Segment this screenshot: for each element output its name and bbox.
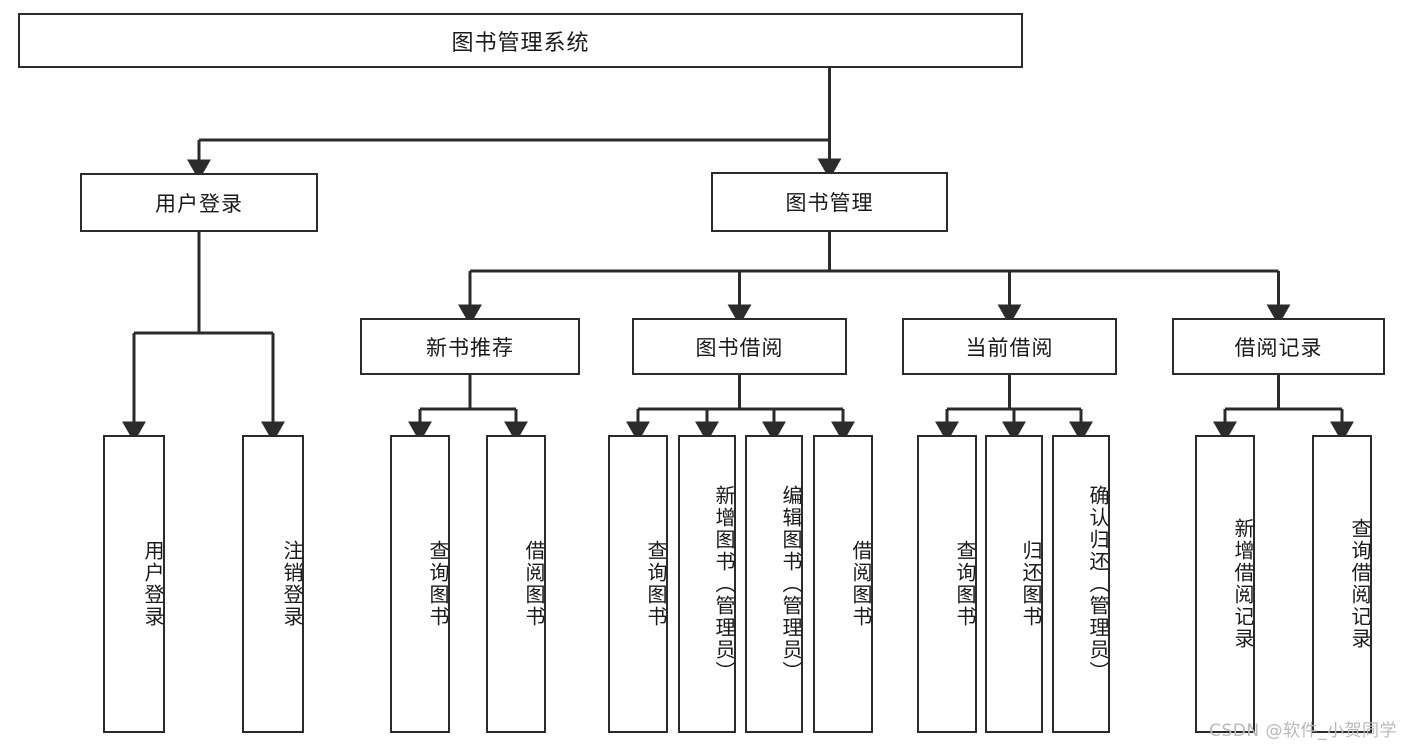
node-leaf-label: 新增图书（管理员） [712,485,736,683]
node-leaf-label: 查询图书 [426,540,450,628]
node-leaf-6[interactable]: 编辑图书（管理员） [745,435,803,733]
node-level3-0[interactable]: 新书推荐 [360,318,580,375]
node-leaf-9[interactable]: 归还图书 [985,435,1043,733]
node-level2-1[interactable]: 图书管理 [711,172,948,232]
node-leaf-label: 借阅图书 [522,540,546,628]
node-leaf-0[interactable]: 用户登录 [103,435,165,733]
node-level3-2[interactable]: 当前借阅 [902,318,1117,375]
node-leaf-10[interactable]: 确认归还（管理员） [1052,435,1110,733]
node-leaf-label: 编辑图书（管理员） [779,485,803,683]
node-leaf-4[interactable]: 查询图书 [608,435,668,733]
node-leaf-12[interactable]: 查询借阅记录 [1312,435,1372,733]
node-leaf-5[interactable]: 新增图书（管理员） [678,435,736,733]
node-leaf-8[interactable]: 查询图书 [917,435,977,733]
node-leaf-label: 注销登录 [280,540,304,628]
node-level3-3[interactable]: 借阅记录 [1172,318,1385,375]
node-level2-0[interactable]: 用户登录 [80,173,318,232]
node-leaf-7[interactable]: 借阅图书 [813,435,873,733]
node-leaf-label: 归还图书 [1019,540,1043,628]
node-leaf-label: 用户登录 [141,540,165,628]
node-level3-1[interactable]: 图书借阅 [632,318,847,375]
node-leaf-label: 查询借阅记录 [1348,518,1372,650]
node-leaf-2[interactable]: 查询图书 [390,435,450,733]
node-leaf-label: 确认归还（管理员） [1086,485,1110,683]
node-leaf-label: 查询图书 [953,540,977,628]
node-leaf-3[interactable]: 借阅图书 [486,435,546,733]
node-leaf-label: 查询图书 [644,540,668,628]
node-leaf-label: 新增借阅记录 [1231,518,1255,650]
watermark: CSDN @软件_小贺同学 [1209,721,1397,741]
node-leaf-1[interactable]: 注销登录 [242,435,304,733]
node-root[interactable]: 图书管理系统 [18,13,1023,68]
node-leaf-label: 借阅图书 [849,540,873,628]
node-leaf-11[interactable]: 新增借阅记录 [1195,435,1255,733]
